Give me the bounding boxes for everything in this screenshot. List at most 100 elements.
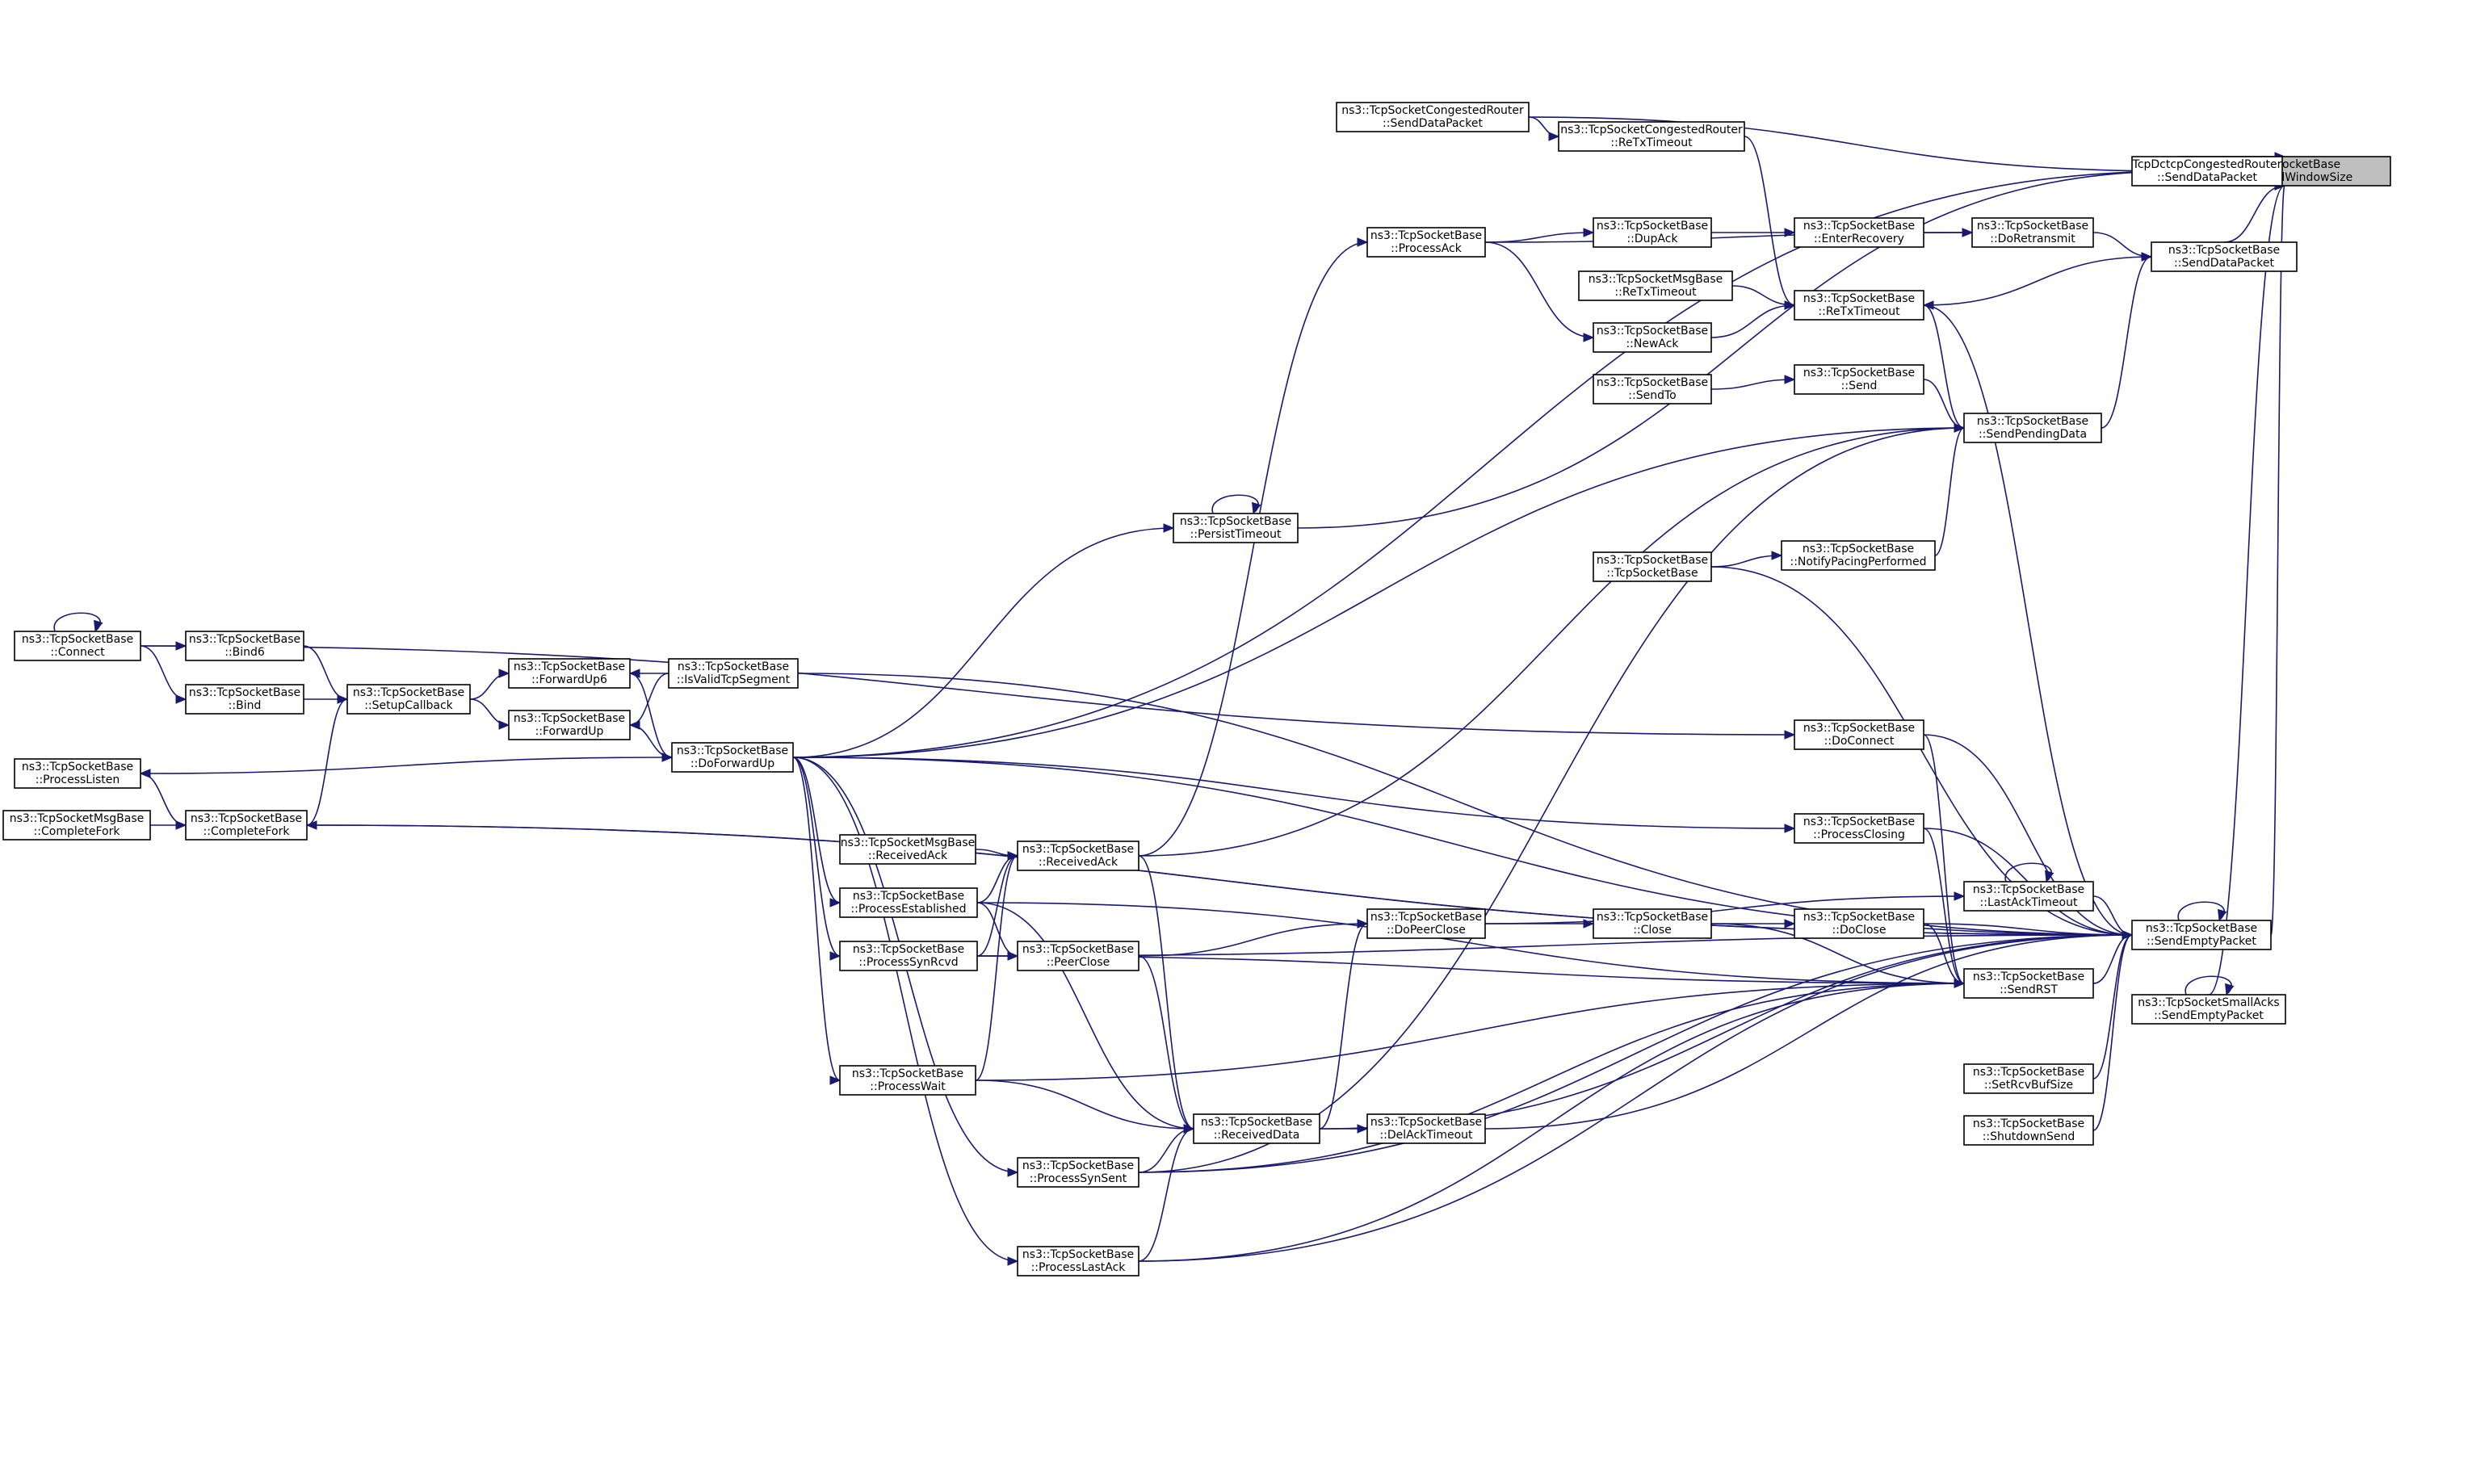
node-method-label: ::ProcessWait bbox=[870, 1080, 946, 1093]
node-send[interactable]: ns3::TcpSocketBase::Send bbox=[1794, 364, 1924, 395]
node-fwdUp[interactable]: ns3::TcpSocketBase::ForwardUp bbox=[508, 710, 631, 740]
node-connect[interactable]: ns3::TcpSocketBase::Connect bbox=[14, 631, 141, 661]
edge-procWait-to-rcvData bbox=[975, 1079, 1195, 1134]
node-class-label: ns3::TcpSocketBase bbox=[1022, 943, 1134, 956]
node-doClose[interactable]: ns3::TcpSocketBase::DoClose bbox=[1794, 908, 1924, 939]
edge-line bbox=[469, 673, 510, 700]
node-delAck[interactable]: ns3::TcpSocketBase::DelAckTimeout bbox=[1366, 1113, 1486, 1144]
edge-setupCb-to-fwdUp6 bbox=[469, 669, 510, 700]
node-persist[interactable]: ns3::TcpSocketBase::PersistTimeout bbox=[1173, 513, 1299, 543]
edge-doPeerClose-to-close bbox=[1484, 919, 1595, 929]
node-bind[interactable]: ns3::TcpSocketBase::Bind bbox=[185, 684, 304, 715]
node-doPeerClose[interactable]: ns3::TcpSocketBase::DoPeerClose bbox=[1366, 908, 1486, 939]
edge-congSend-to-congRetx bbox=[1528, 116, 1560, 141]
edge-line bbox=[1923, 379, 1965, 429]
edge-line bbox=[976, 902, 1965, 984]
node-fork[interactable]: ns3::TcpSocketBase::CompleteFork bbox=[185, 810, 308, 841]
node-method-label: ::ProcessLastAck bbox=[1031, 1261, 1127, 1274]
node-class-label: ns3::TcpSocketBase bbox=[1803, 722, 1915, 735]
node-msgRetx[interactable]: ns3::TcpSocketMsgBase::ReTxTimeout bbox=[1578, 270, 1733, 301]
node-msgFork[interactable]: ns3::TcpSocketMsgBase::CompleteFork bbox=[2, 810, 151, 841]
node-msgRcvAck[interactable]: ns3::TcpSocketMsgBase::ReceivedAck bbox=[839, 834, 976, 865]
node-box bbox=[2131, 156, 2283, 187]
node-newAck[interactable]: ns3::TcpSocketBase::NewAck bbox=[1593, 322, 1712, 353]
node-tsb[interactable]: ns3::TcpSocketBase::TcpSocketBase bbox=[1593, 551, 1712, 582]
node-class-label: ns3::TcpSocketBase bbox=[2146, 922, 2257, 935]
node-setRcvBuf[interactable]: ns3::TcpSocketBase::SetRcvBufSize bbox=[1963, 1063, 2094, 1094]
node-sendTo[interactable]: ns3::TcpSocketBase::SendTo bbox=[1593, 374, 1712, 405]
node-procLastAck[interactable]: ns3::TcpSocketBase::ProcessLastAck bbox=[1017, 1246, 1139, 1276]
node-shutdown[interactable]: ns3::TcpSocketBase::ShutdownSend bbox=[1963, 1115, 2094, 1146]
edge-line bbox=[792, 527, 1174, 758]
node-procSynSent[interactable]: ns3::TcpSocketBase::ProcessSynSent bbox=[1017, 1157, 1139, 1188]
node-doConnect[interactable]: ns3::TcpSocketBase::DoConnect bbox=[1794, 719, 1924, 750]
node-box bbox=[1366, 1113, 1486, 1144]
edge-arrowhead bbox=[1163, 523, 1175, 533]
edge-line bbox=[1138, 934, 2133, 1262]
node-sendEmpty[interactable]: ns3::TcpSocketBase::SendEmptyPacket bbox=[2131, 920, 2272, 950]
node-method-label: ::SendDataPacket bbox=[2174, 257, 2274, 270]
node-method-label: ::ForwardUp bbox=[535, 725, 604, 738]
node-box bbox=[839, 887, 978, 918]
edge-rcvAck-to-sendPending bbox=[1138, 423, 1966, 857]
node-congSend[interactable]: ns3::TcpSocketCongestedRouter::SendDataP… bbox=[1336, 102, 1530, 132]
node-sendRst[interactable]: ns3::TcpSocketBase::SendRST bbox=[1963, 968, 2094, 999]
node-class-label: ns3::TcpSocketBase bbox=[1973, 1117, 2084, 1130]
node-procClosing[interactable]: ns3::TcpSocketBase::ProcessClosing bbox=[1794, 813, 1924, 844]
node-doFwdUp[interactable]: ns3::TcpSocketBase::DoForwardUp bbox=[671, 742, 794, 773]
node-class-label: ns3::TcpSocketCongestedRouter bbox=[1560, 124, 1743, 136]
edge-fwdUp-to-doFwdUp bbox=[629, 724, 674, 762]
node-class-label: ns3::TcpSocketBase bbox=[677, 744, 788, 757]
node-method-label: ::ReTxTimeout bbox=[1614, 286, 1697, 299]
node-pacing[interactable]: ns3::TcpSocketBase::NotifyPacingPerforme… bbox=[1781, 540, 1936, 571]
node-rcvAck[interactable]: ns3::TcpSocketBase::ReceivedAck bbox=[1017, 841, 1139, 871]
node-method-label: ::ReceivedAck bbox=[1039, 856, 1118, 869]
edge-arrowhead bbox=[1771, 551, 1783, 560]
node-class-label: ns3::TcpSocketBase bbox=[1973, 883, 2084, 896]
node-sendData[interactable]: ns3::TcpSocketBase::SendDataPacket bbox=[2151, 241, 2298, 272]
node-setupCb[interactable]: ns3::TcpSocketBase::SetupCallback bbox=[346, 684, 471, 715]
node-class-label: ns3::TcpSocketBase bbox=[1597, 325, 1708, 337]
node-procWait[interactable]: ns3::TcpSocketBase::ProcessWait bbox=[839, 1065, 976, 1096]
edge-smallAcks-to-advwin bbox=[2208, 181, 2286, 996]
node-close[interactable]: ns3::TcpSocketBase::Close bbox=[1593, 908, 1712, 939]
node-method-label: ::SetRcvBufSize bbox=[1984, 1079, 2073, 1092]
node-processAck[interactable]: ns3::TcpSocketBase::ProcessAck bbox=[1366, 227, 1486, 258]
node-lastAckTo[interactable]: ns3::TcpSocketBase::LastAckTimeout bbox=[1963, 881, 2094, 912]
node-class-label: ns3::TcpSocketBase bbox=[353, 686, 464, 699]
edge-doFwdUp-to-sendPending bbox=[792, 423, 1966, 758]
node-box bbox=[1173, 513, 1299, 543]
node-enterRecovery[interactable]: ns3::TcpSocketBase::EnterRecovery bbox=[1794, 217, 1924, 248]
node-bind6[interactable]: ns3::TcpSocketBase::Bind6 bbox=[185, 631, 304, 661]
node-dctcp[interactable]: TcpDctcpCongestedRouter::SendDataPacket bbox=[2131, 156, 2283, 187]
edge-line bbox=[975, 855, 1018, 1081]
node-class-label: ns3::TcpSocketBase bbox=[1201, 1116, 1312, 1129]
node-fwdUp6[interactable]: ns3::TcpSocketBase::ForwardUp6 bbox=[508, 658, 631, 689]
edge-line bbox=[140, 645, 187, 700]
node-rcvData[interactable]: ns3::TcpSocketBase::ReceivedData bbox=[1193, 1113, 1320, 1144]
edge-procWait-to-rcvAck bbox=[975, 851, 1019, 1081]
edge-arrowhead bbox=[1357, 919, 1369, 929]
node-peerClose[interactable]: ns3::TcpSocketBase::PeerClose bbox=[1017, 941, 1139, 971]
node-procListen[interactable]: ns3::TcpSocketBase::ProcessListen bbox=[14, 758, 141, 789]
node-dupAck[interactable]: ns3::TcpSocketBase::DupAck bbox=[1593, 217, 1712, 248]
node-doRetransmit[interactable]: ns3::TcpSocketBase::DoRetransmit bbox=[1971, 217, 2094, 248]
node-procEst[interactable]: ns3::TcpSocketBase::ProcessEstablished bbox=[839, 887, 978, 918]
node-procSynRcvd[interactable]: ns3::TcpSocketBase::ProcessSynRcvd bbox=[839, 941, 978, 971]
node-method-label: ::DoPeerClose bbox=[1387, 924, 1466, 937]
edge-line bbox=[1710, 555, 1782, 568]
node-isValid[interactable]: ns3::TcpSocketBase::IsValidTcpSegment bbox=[668, 658, 799, 689]
edge-line bbox=[2092, 934, 2133, 1131]
node-retx[interactable]: ns3::TcpSocketBase::ReTxTimeout bbox=[1794, 290, 1924, 321]
node-box bbox=[1336, 102, 1530, 132]
node-sendPending[interactable]: ns3::TcpSocketBase::SendPendingData bbox=[1963, 413, 2102, 443]
node-class-label: ns3::TcpSocketMsgBase bbox=[1589, 273, 1723, 286]
node-congRetx[interactable]: ns3::TcpSocketCongestedRouter::ReTxTimeo… bbox=[1558, 121, 1745, 152]
edge-sendData-to-advwin bbox=[2223, 181, 2286, 243]
node-method-label: ::PersistTimeout bbox=[1190, 528, 1282, 541]
edge-line bbox=[792, 757, 841, 1081]
edge-arrowhead bbox=[2045, 870, 2054, 883]
node-class-label: ns3::TcpSocketBase bbox=[1803, 911, 1915, 924]
edge-line bbox=[975, 1079, 1194, 1130]
node-smallAcks[interactable]: ns3::TcpSocketSmallAcks::SendEmptyPacket bbox=[2131, 994, 2286, 1025]
